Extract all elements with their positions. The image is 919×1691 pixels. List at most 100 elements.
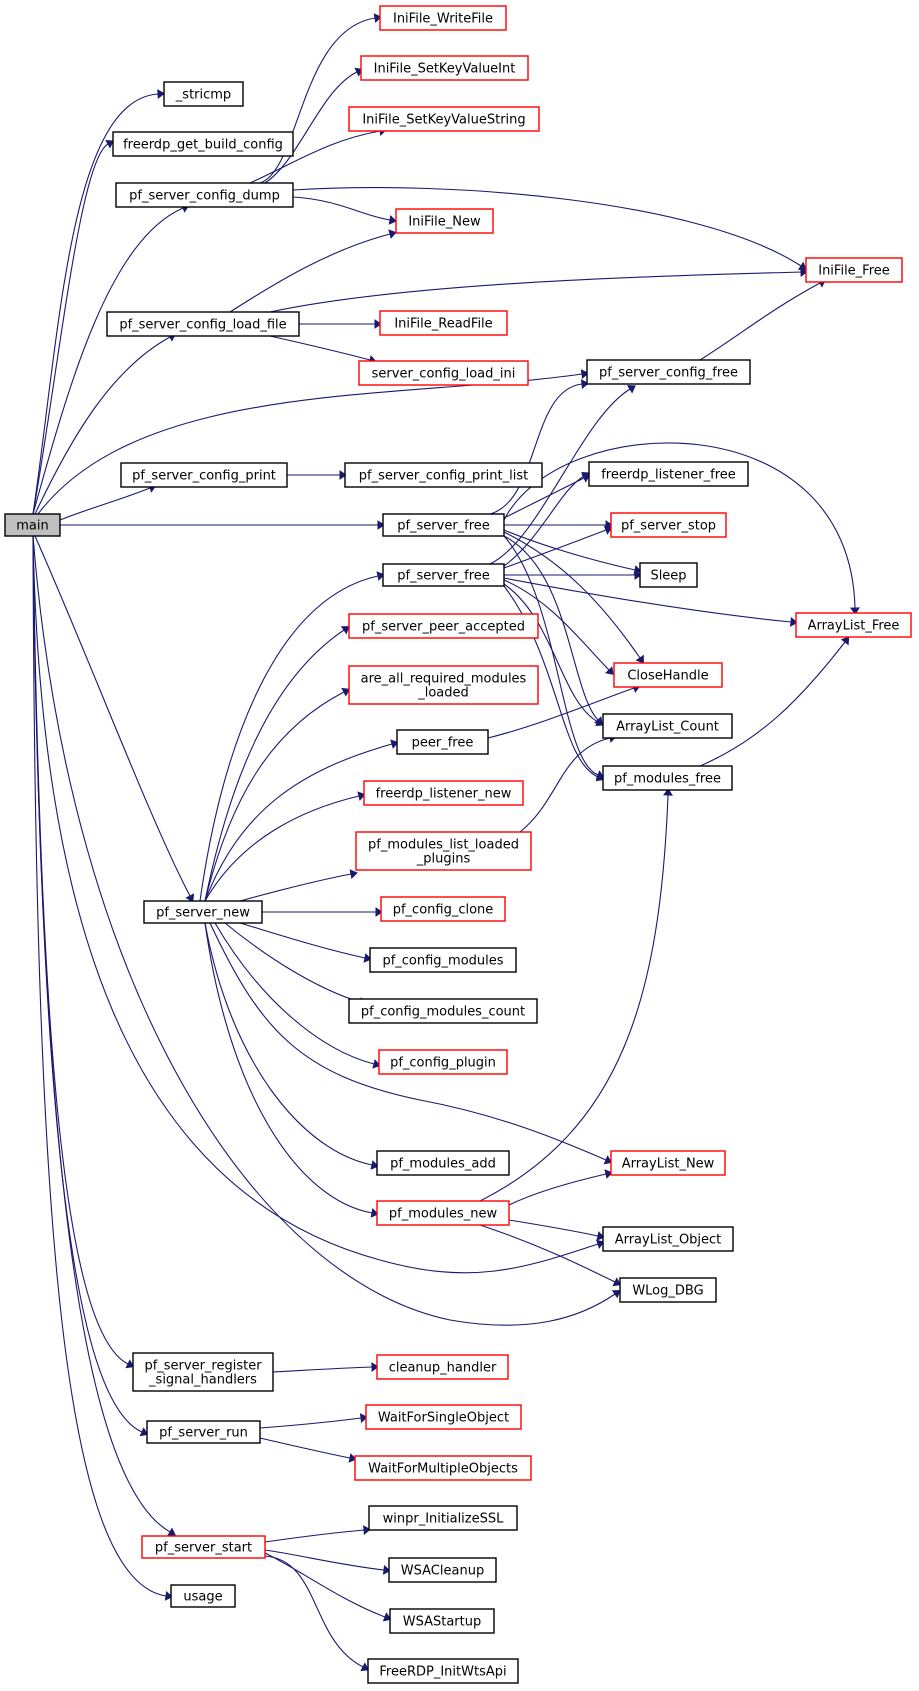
edge-line <box>264 1549 385 1571</box>
node-box <box>365 1404 522 1430</box>
node-wsa-startup[interactable]: WSAStartup <box>389 1608 495 1634</box>
node-label: pf_server_new <box>156 906 250 921</box>
node-ini-writefile[interactable]: IniFile_WriteFile <box>379 5 507 31</box>
node-modules-new[interactable]: pf_modules_new <box>376 1200 510 1226</box>
node-sleep[interactable]: Sleep <box>639 562 698 588</box>
edge-arrowhead <box>604 1169 613 1179</box>
edge-line <box>503 577 792 623</box>
node-box <box>106 311 300 337</box>
node-modules-add[interactable]: pf_modules_add <box>376 1150 510 1176</box>
node-modules-free[interactable]: pf_modules_free <box>602 765 733 791</box>
node-box <box>354 1455 532 1481</box>
node-box <box>795 612 912 638</box>
node-server-free-1[interactable]: pf_server_free <box>382 513 505 537</box>
edge-config_dump-to-ini_writefile <box>259 13 382 184</box>
node-peer-accepted[interactable]: pf_server_peer_accepted <box>348 613 539 639</box>
node-main[interactable]: main <box>4 513 61 537</box>
node-label: are_all_required_modules <box>361 672 527 687</box>
node-box <box>368 1505 518 1531</box>
node-config-plugin[interactable]: pf_config_plugin <box>378 1049 508 1075</box>
node-ini-free[interactable]: IniFile_Free <box>805 257 903 283</box>
node-peer-free[interactable]: peer_free <box>396 729 489 755</box>
node-server-new[interactable]: pf_server_new <box>143 900 263 924</box>
node-wait-single[interactable]: WaitForSingleObject <box>365 1404 522 1430</box>
edge-line <box>264 1555 364 1668</box>
edge-server_free_2-to-server_stop <box>503 525 613 569</box>
edge-arrowhead <box>157 89 165 99</box>
edge-line <box>259 17 376 184</box>
edge-line <box>32 93 159 515</box>
edge-line <box>508 1219 599 1237</box>
node-init-ssl[interactable]: winpr_InitializeSSL <box>368 1505 518 1531</box>
edge-main-to-config_free <box>37 369 589 515</box>
node-box <box>639 562 698 588</box>
node-config-load-file[interactable]: pf_server_config_load_file <box>106 311 300 337</box>
edge-modules_list-to-arraylist_count <box>519 733 617 833</box>
node-config-load-ini[interactable]: server_config_load_ini <box>358 360 529 386</box>
node-cleanup-handler[interactable]: cleanup_handler <box>376 1354 509 1380</box>
edge-arrowhead <box>374 319 382 329</box>
edge-line <box>59 487 151 521</box>
node-arraylist-free[interactable]: ArrayList_Free <box>795 612 912 638</box>
node-box <box>112 131 294 157</box>
node-box <box>348 106 540 132</box>
edge-arrowhead <box>603 525 613 535</box>
edge-arrowhead <box>626 385 636 394</box>
node-ini-setstring[interactable]: IniFile_SetKeyValueString <box>348 106 540 132</box>
node-server-run[interactable]: pf_server_run <box>146 1420 261 1444</box>
node-required-modules[interactable]: are_all_required_modules_loaded <box>348 665 539 705</box>
node-init-wts[interactable]: FreeRDP_InitWtsApi <box>367 1658 519 1684</box>
node-config-modules-count[interactable]: pf_config_modules_count <box>348 998 538 1024</box>
edge-line <box>503 579 610 671</box>
node-box <box>367 1658 519 1684</box>
edge-server_start-to-wsa_startup <box>264 1552 392 1622</box>
node-box <box>379 310 508 336</box>
node-server-free-2[interactable]: pf_server_free <box>382 563 505 587</box>
node-arraylist-count[interactable]: ArrayList_Count <box>602 713 733 739</box>
node-config-modules[interactable]: pf_config_modules <box>369 947 517 973</box>
node-register-signal[interactable]: pf_server_register_signal_handlers <box>132 1352 274 1392</box>
edge-line <box>508 1173 607 1206</box>
node-box <box>120 462 288 488</box>
edge-line <box>503 583 599 723</box>
node-label: pf_server_config_print <box>132 469 276 484</box>
node-config-clone[interactable]: pf_config_clone <box>380 896 506 922</box>
node-config-print[interactable]: pf_server_config_print <box>120 462 288 488</box>
node-label: CloseHandle <box>627 669 708 684</box>
node-wait-multi[interactable]: WaitForMultipleObjects <box>354 1455 532 1481</box>
edge-main-to-server_new <box>34 535 195 903</box>
edge-server_new-to-modules_new <box>204 922 379 1218</box>
edge-arrowhead <box>800 267 808 277</box>
node-stricmp[interactable]: _stricmp <box>163 81 244 107</box>
node-wsa-cleanup[interactable]: WSACleanup <box>388 1557 497 1583</box>
node-config-free[interactable]: pf_server_config_free <box>586 359 751 385</box>
edge-modules_free-to-arraylist_free <box>699 636 850 767</box>
node-ini-readfile[interactable]: IniFile_ReadFile <box>379 310 508 336</box>
node-label: pf_server_stop <box>621 519 716 534</box>
node-box <box>363 780 524 806</box>
node-modules-list[interactable]: pf_modules_list_loaded_plugins <box>355 831 532 871</box>
edge-line <box>269 335 371 361</box>
node-listener-free[interactable]: freerdp_listener_free <box>588 461 749 487</box>
node-usage[interactable]: usage <box>170 1584 236 1608</box>
node-ini-setint[interactable]: IniFile_SetKeyValueInt <box>360 55 529 81</box>
edge-line <box>479 794 669 1202</box>
edge-arrowhead <box>611 1290 621 1299</box>
node-server-start[interactable]: pf_server_start <box>141 1535 266 1559</box>
node-get-build-config[interactable]: freerdp_get_build_config <box>112 131 294 157</box>
node-box <box>619 1277 717 1303</box>
node-listener-new[interactable]: freerdp_listener_new <box>363 780 524 806</box>
node-ini-new[interactable]: IniFile_New <box>395 208 494 234</box>
node-arraylist-new[interactable]: ArrayList_New <box>610 1150 726 1176</box>
node-label: IniFile_SetKeyValueString <box>362 113 525 128</box>
node-config-print-list[interactable]: pf_server_config_print_list <box>344 462 543 488</box>
node-box <box>170 1584 236 1608</box>
edge-line <box>249 130 381 184</box>
node-wlog-dbg[interactable]: WLog_DBG <box>619 1277 717 1303</box>
edge-server_new-to-modules_add <box>204 922 379 1170</box>
node-config-dump[interactable]: pf_server_config_dump <box>115 182 294 208</box>
node-close-handle[interactable]: CloseHandle <box>613 662 723 688</box>
node-arraylist-object[interactable]: ArrayList_Object <box>602 1226 734 1252</box>
edge-arrowhead <box>167 1527 176 1537</box>
node-server-stop[interactable]: pf_server_stop <box>610 512 727 538</box>
